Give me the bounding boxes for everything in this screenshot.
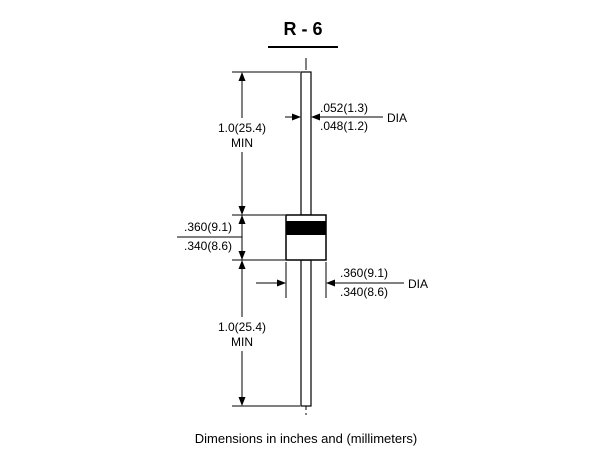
- dimension-lead-length-bottom: 1.0(25.4) MIN: [212, 260, 300, 407]
- body-diameter-max: .360(9.1): [340, 266, 388, 280]
- arrowhead-down: [238, 397, 246, 406]
- lead-diameter-max: .052(1.3): [320, 101, 368, 115]
- body-diameter-min: .340(8.6): [340, 285, 388, 299]
- arrowhead-right: [277, 279, 286, 287]
- lead-length-bottom-qualifier: MIN: [231, 335, 253, 349]
- dimension-lead-length-top: 1.0(25.4) MIN: [212, 71, 300, 216]
- arrowhead-up: [238, 260, 246, 269]
- arrowhead-down: [238, 251, 246, 260]
- arrowhead-left: [311, 113, 320, 121]
- dimension-body-diameter: .360(9.1) .340(8.6) DIA: [256, 262, 428, 299]
- dimension-body-length: .360(9.1) .340(8.6): [177, 215, 285, 261]
- cathode-band: [286, 221, 326, 235]
- dimension-lead-diameter: .052(1.3) .048(1.2) DIA: [285, 101, 407, 133]
- body-length-max: .360(9.1): [184, 220, 232, 234]
- lead-length-bottom-value: 1.0(25.4): [218, 320, 266, 334]
- package-title: R - 6: [268, 19, 338, 48]
- lead-length-top-value: 1.0(25.4): [218, 121, 266, 135]
- arrowhead-up: [238, 215, 246, 224]
- label-mask: [212, 118, 272, 152]
- diode-component: [285, 71, 327, 407]
- arrowhead-down: [238, 206, 246, 215]
- label-mask: [212, 317, 272, 351]
- arrowhead-right: [292, 113, 301, 121]
- lead-diameter-min: .048(1.2): [320, 119, 368, 133]
- lead-diameter-suffix: DIA: [387, 111, 407, 125]
- bottom-lead: [300, 259, 312, 407]
- dimensions-caption: Dimensions in inches and (millimeters): [195, 431, 418, 446]
- arrowhead-up: [238, 72, 246, 81]
- arrowhead-left: [326, 279, 335, 287]
- top-lead: [300, 71, 312, 216]
- body-diameter-suffix: DIA: [408, 277, 428, 291]
- lead-length-top-qualifier: MIN: [231, 136, 253, 150]
- body-length-min: .340(8.6): [184, 239, 232, 253]
- title-text: R - 6: [283, 19, 322, 39]
